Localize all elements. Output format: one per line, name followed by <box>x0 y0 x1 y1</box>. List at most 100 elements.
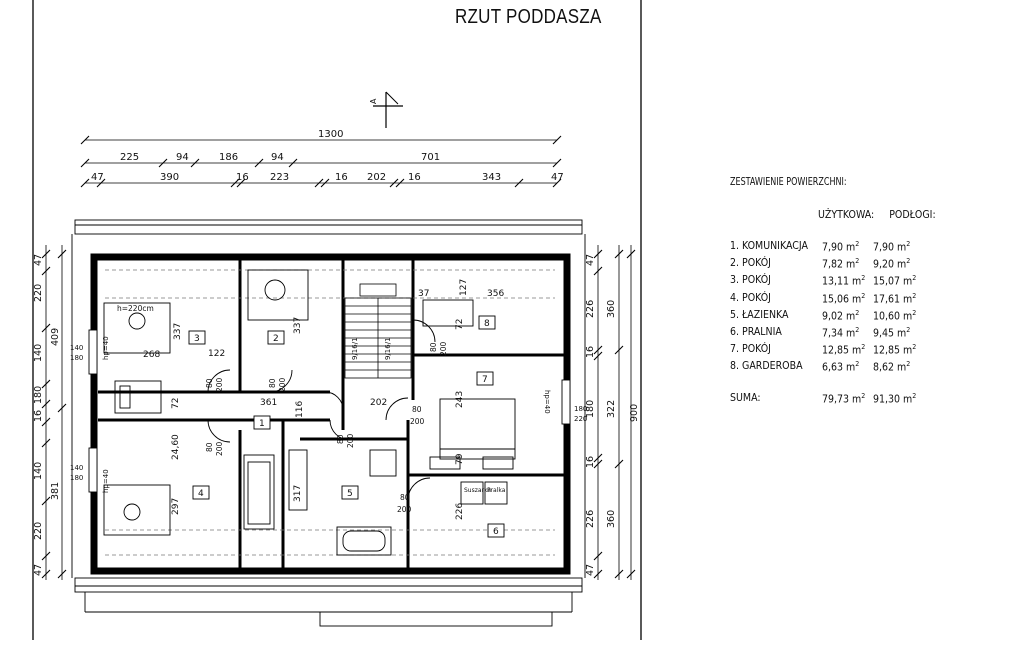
room-3-depth: 337 <box>173 323 183 340</box>
legend-row-number: 3. <box>730 274 740 287</box>
window-left-2-sill: hp=40 <box>102 469 110 493</box>
dim-row2-7: 16 <box>408 172 421 183</box>
dim-row2-3: 16 <box>236 172 249 183</box>
door-3-height: 200 <box>215 377 224 392</box>
legend-row-name: POKÓJ <box>742 257 771 270</box>
legend-col-usable: UŻYTKOWA: <box>818 209 875 221</box>
room-7-depth: 243 <box>455 391 465 408</box>
room-4-depth: 297 <box>171 498 181 515</box>
dim-top-3: 186 <box>219 152 238 163</box>
room-8-label: 8 <box>484 319 490 329</box>
window-left-1-width: 140 <box>70 344 83 352</box>
legend-row-floor: 8,62 m2 <box>873 360 911 374</box>
roof-eaves <box>71 219 586 627</box>
door-7-height: 200 <box>410 417 425 426</box>
room-3-width-2: 122 <box>208 349 225 359</box>
room-6-depth: 226 <box>455 503 465 520</box>
legend-row-number: 2. <box>730 257 740 270</box>
legend-row-floor: 10,60 m2 <box>873 308 917 323</box>
legend-heading: ZESTAWIENIE POWIERZCHNI: <box>730 176 847 188</box>
stairs-spec-2: 9/16/1 <box>384 337 392 360</box>
room-number-boxes <box>188 315 505 538</box>
dim-row2-8: 343 <box>482 172 501 183</box>
window-left-2-width: 140 <box>70 464 83 472</box>
door-8-height: 200 <box>439 341 448 356</box>
room-1-label: 1 <box>259 419 265 429</box>
legend-row-floor: 12,85 m2 <box>873 343 917 357</box>
dim-right-4: 180 <box>585 400 596 418</box>
legend-row-number: 8. <box>730 360 740 373</box>
interior-walls <box>98 260 564 568</box>
door-5-width: 80 <box>336 434 345 444</box>
room-3-label: 3 <box>194 334 200 344</box>
legend-row-floor: 15,07 m2 <box>873 274 917 288</box>
door-4-width: 80 <box>205 442 214 452</box>
room-6-label: 6 <box>493 527 499 537</box>
room-8-width: 356 <box>487 289 504 299</box>
room-7-alcove: 79 <box>455 453 465 465</box>
roof-slope-lines <box>105 269 555 556</box>
door-4-height: 200 <box>215 441 224 456</box>
door-2-width: 80 <box>268 378 277 388</box>
legend-col-floor: PODŁOGI: <box>889 209 936 221</box>
legend-row-name: KOMUNIKACJA <box>742 240 808 252</box>
legend-row-usable: 6,63 m2 <box>822 360 860 374</box>
legend-row-number: 1. <box>730 240 740 252</box>
legend-row-floor: 9,20 m2 <box>873 257 911 271</box>
room-3-width: 268 <box>143 350 160 360</box>
legend-row-name: POKÓJ <box>742 343 771 356</box>
legend-sum-floor: 91,30 m2 <box>873 392 917 406</box>
dim-left-6: 140 <box>33 462 44 480</box>
hall-width-2: 202 <box>370 398 387 408</box>
dim-top-2: 94 <box>176 152 189 163</box>
furniture <box>103 269 516 556</box>
legend-sum-label: SUMA: <box>730 392 761 404</box>
door-8-width: 80 <box>429 342 438 352</box>
room-5-depth: 317 <box>293 485 303 502</box>
window-left-1-height: 180 <box>70 354 83 362</box>
legend-row-floor: 17,61 m2 <box>873 291 917 306</box>
dim-left-8: 47 <box>33 564 44 576</box>
legend-row-usable: 7,34 m2 <box>822 326 860 340</box>
room-3-alcove: 72 <box>171 398 181 409</box>
dim-left-3: 140 <box>33 344 44 362</box>
legend-row-number: 4. <box>730 291 740 304</box>
dim-right-outer: 900 <box>629 404 640 422</box>
north-arrow-label: A <box>369 98 378 104</box>
dim-row2-6: 202 <box>367 172 386 183</box>
dim-top-4: 94 <box>271 152 284 163</box>
dim-right-5: 16 <box>585 456 596 468</box>
dim-right-6: 226 <box>585 510 596 528</box>
hall-width: 361 <box>260 398 277 408</box>
legend-row-usable: 12,85 m2 <box>822 343 866 357</box>
dim-top-1: 225 <box>120 152 139 163</box>
dim-right-3: 16 <box>585 346 596 358</box>
dim-left-outer-top: 409 <box>50 328 61 346</box>
door-5-height: 200 <box>346 433 355 448</box>
dim-row2-1: 47 <box>91 172 104 183</box>
dim-top-5: 701 <box>421 152 440 163</box>
legend-row-usable: 9,02 m2 <box>822 308 860 323</box>
dryer-label: Suszarka <box>464 487 491 494</box>
legend-row-name: GARDEROBA <box>742 360 803 373</box>
legend-row-usable: 7,82 m2 <box>822 257 860 271</box>
room-8-depth: 127 <box>459 279 469 296</box>
door-3-width: 80 <box>205 378 214 388</box>
dim-left-4: 180 <box>33 386 44 404</box>
door-6-height: 200 <box>397 505 412 514</box>
legend-sum-usable: 79,73 m2 <box>822 392 866 406</box>
dim-row2-2: 390 <box>160 172 179 183</box>
area-legend: ZESTAWIENIE POWIERZCHNI: UŻYTKOWA: PODŁO… <box>730 176 990 406</box>
drawing-title: RZUT PODDASZA <box>455 6 602 28</box>
room-7-label: 7 <box>482 375 488 385</box>
door-swings <box>207 319 436 501</box>
room-8-alcove: 72 <box>455 319 465 330</box>
dim-right-1: 47 <box>585 254 596 266</box>
stairs-spec-1: 9/16/1 <box>351 337 359 360</box>
window-right-height: 220 <box>574 415 587 423</box>
dim-right-mid-2: 322 <box>606 400 617 418</box>
dim-left-2: 220 <box>33 284 44 302</box>
legend-column-headers: UŻYTKOWA: PODŁOGI: <box>818 209 936 221</box>
legend-row-number: 5. <box>730 308 740 321</box>
